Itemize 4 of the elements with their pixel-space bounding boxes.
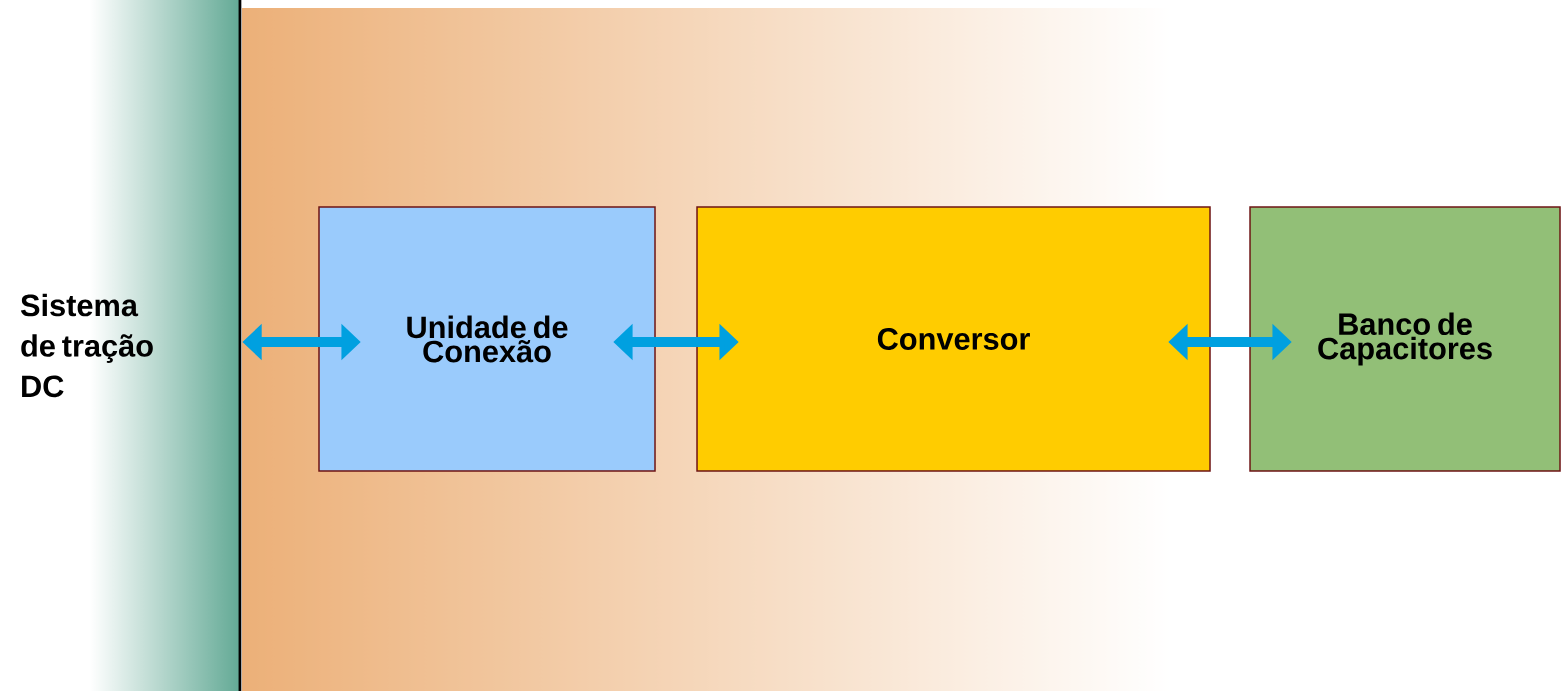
system-band: Sistema de tração DC xyxy=(20,0,242,691)
process-box: Unidade de Conexão xyxy=(318,206,656,472)
process-box: Conversor xyxy=(696,206,1211,472)
process-box: Banco de Capacitores xyxy=(1249,206,1561,472)
